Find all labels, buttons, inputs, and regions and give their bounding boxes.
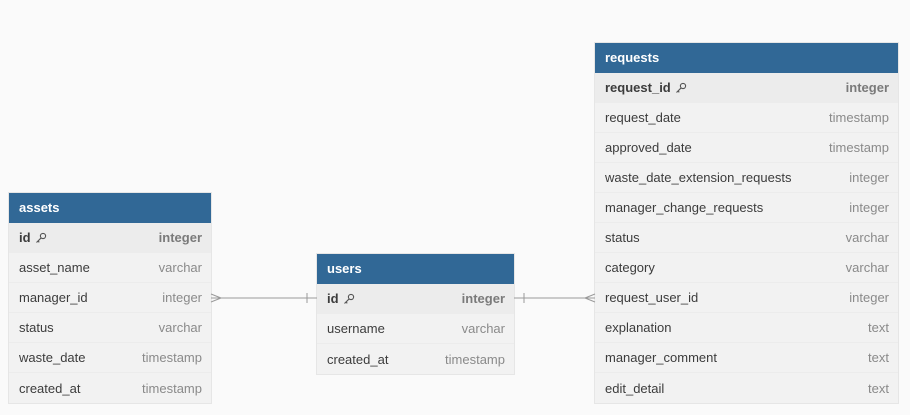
crows-foot-icon [210,297,222,303]
column-type: integer [461,291,505,306]
column-name: status [19,320,54,335]
column-name-text: manager_change_requests [605,200,764,215]
column-name-text: status [605,230,640,245]
column-name: created_at [327,352,388,367]
column-type: text [868,320,889,335]
column-name: category [605,260,655,275]
column-name-text: manager_id [19,290,88,305]
column-row-requests-status[interactable]: status varchar [595,223,898,253]
column-type: timestamp [142,380,202,396]
column-name: approved_date [605,140,692,155]
column-name-text: edit_detail [605,380,665,396]
column-type: integer [158,230,202,245]
column-name-text: request_id [605,80,671,95]
column-row-requests-edit-detail[interactable]: edit_detail text [595,373,898,403]
column-row-requests-category[interactable]: category varchar [595,253,898,283]
column-type: text [868,350,889,365]
column-name-text: id [19,230,31,245]
column-name-text: request_user_id [605,290,699,305]
column-list-users: id integer username varchar created_at timest… [317,284,514,374]
column-row-assets-id[interactable]: id integer [9,223,211,253]
column-row-requests-manager-comment[interactable]: manager_comment text [595,343,898,373]
column-type: timestamp [829,140,889,155]
column-name: id [19,230,47,245]
column-type: integer [849,290,889,305]
column-name-text: waste_date_extension_requests [605,170,792,185]
column-name-text: approved_date [605,140,692,155]
column-name: edit_detail [605,381,664,396]
column-name: waste_date_extension_requests [605,170,791,185]
column-type: integer [162,290,202,305]
column-name-text: id [327,291,339,306]
column-type: varchar [845,260,889,275]
column-row-requests-explanation[interactable]: explanation text [595,313,898,343]
column-name: manager_comment [605,350,717,365]
column-type: varchar [158,260,202,275]
table-header-users[interactable]: users [317,254,514,284]
column-name-text: asset_name [19,260,90,275]
column-row-users-created-at[interactable]: created_at timestamp [317,344,514,374]
column-name-text: explanation [605,320,672,335]
column-row-users-id[interactable]: id integer [317,284,514,314]
column-row-assets-manager-id[interactable]: manager_id integer [9,283,211,313]
column-name-text: manager_comment [605,350,717,365]
column-name: username [327,321,385,336]
column-name-text: category [605,260,655,275]
column-name: request_id [605,80,687,95]
column-name: created_at [19,381,80,396]
primary-key-icon [35,232,46,243]
column-type: timestamp [829,110,889,125]
column-name-text: created_at [327,351,389,367]
primary-key-icon [343,293,354,304]
column-type: timestamp [445,351,505,367]
column-name: id [327,291,355,306]
column-type: varchar [158,320,202,335]
table-users[interactable]: users id integer username varchar created_at… [317,254,514,374]
column-type: timestamp [142,350,202,365]
column-name-text: request_date [605,110,681,125]
column-row-requests-request-id[interactable]: request_id integer [595,73,898,103]
primary-key-icon [675,82,686,93]
column-name: status [605,230,640,245]
crows-foot-icon [584,293,596,299]
column-name: request_user_id [605,290,698,305]
column-name-text: username [327,321,385,336]
column-name: request_date [605,110,681,125]
column-row-requests-approved-date[interactable]: approved_date timestamp [595,133,898,163]
relation-requests-users[interactable] [514,293,596,303]
column-row-requests-waste-date-extension-requests[interactable]: waste_date_extension_requests integer [595,163,898,193]
column-type: varchar [845,230,889,245]
column-name-text: status [19,320,54,335]
table-header-assets[interactable]: assets [9,193,211,223]
column-type: integer [845,80,889,95]
column-row-users-username[interactable]: username varchar [317,314,514,344]
column-type: integer [849,200,889,215]
crows-foot-icon [210,293,222,299]
column-name-text: created_at [19,380,81,396]
column-name: manager_id [19,290,88,305]
column-row-assets-waste-date[interactable]: waste_date timestamp [9,343,211,373]
column-type: integer [849,170,889,185]
column-type: text [868,380,889,396]
column-name: explanation [605,320,672,335]
column-name: waste_date [19,350,86,365]
column-row-requests-manager-change-requests[interactable]: manager_change_requests integer [595,193,898,223]
column-row-requests-request-date[interactable]: request_date timestamp [595,103,898,133]
column-type: varchar [461,321,505,336]
relation-assets-users[interactable] [210,293,317,303]
column-name: asset_name [19,260,90,275]
column-row-requests-request-user-id[interactable]: request_user_id integer [595,283,898,313]
column-row-assets-status[interactable]: status varchar [9,313,211,343]
column-name: manager_change_requests [605,200,763,215]
crows-foot-icon [584,297,596,303]
column-name-text: waste_date [19,350,86,365]
column-row-assets-asset-name[interactable]: asset_name varchar [9,253,211,283]
column-row-assets-created-at[interactable]: created_at timestamp [9,373,211,403]
table-header-requests[interactable]: requests [595,43,898,73]
